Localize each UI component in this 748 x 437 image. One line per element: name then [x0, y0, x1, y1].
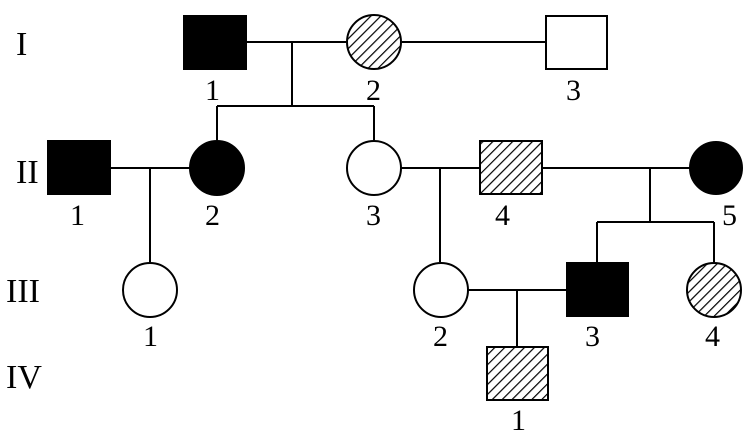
individual-iv-1-label: 1	[511, 404, 526, 437]
individual-ii-3-label: 3	[366, 199, 381, 232]
individual-i-1-symbol	[183, 15, 247, 70]
individual-ii-4-label: 4	[495, 199, 510, 232]
individual-i-1-label: 1	[205, 74, 220, 107]
generation-label-i: I	[16, 26, 27, 63]
individual-iii-3-symbol	[566, 262, 629, 317]
individual-ii-5-symbol	[689, 141, 743, 195]
individual-i-3-label: 3	[566, 74, 581, 107]
individual-ii-5-label: 5	[722, 199, 737, 232]
individual-iii-4-label: 4	[705, 320, 720, 353]
individual-iv-1-symbol	[486, 346, 549, 401]
individual-ii-3-symbol	[346, 140, 402, 196]
individual-iii-1-symbol	[122, 262, 178, 318]
individual-iii-2-symbol	[413, 262, 469, 318]
individual-ii-2-label: 2	[205, 199, 220, 232]
individual-ii-1-symbol	[47, 140, 111, 195]
generation-label-iii: III	[6, 273, 40, 310]
individual-i-2-label: 2	[366, 74, 381, 107]
individual-iii-2-label: 2	[433, 320, 448, 353]
connector-lines	[110, 41, 715, 347]
generation-label-ii: II	[16, 154, 39, 191]
individual-i-2-symbol	[346, 14, 402, 70]
individual-iii-3-label: 3	[585, 320, 600, 353]
individual-ii-4-symbol	[479, 140, 543, 195]
individual-i-3-symbol	[545, 15, 608, 70]
individual-iii-4-symbol	[686, 262, 742, 318]
individual-ii-2-symbol	[189, 140, 245, 196]
individual-ii-1-label: 1	[70, 199, 85, 232]
individual-iii-1-label: 1	[143, 320, 158, 353]
generation-label-iv: IV	[6, 359, 42, 396]
